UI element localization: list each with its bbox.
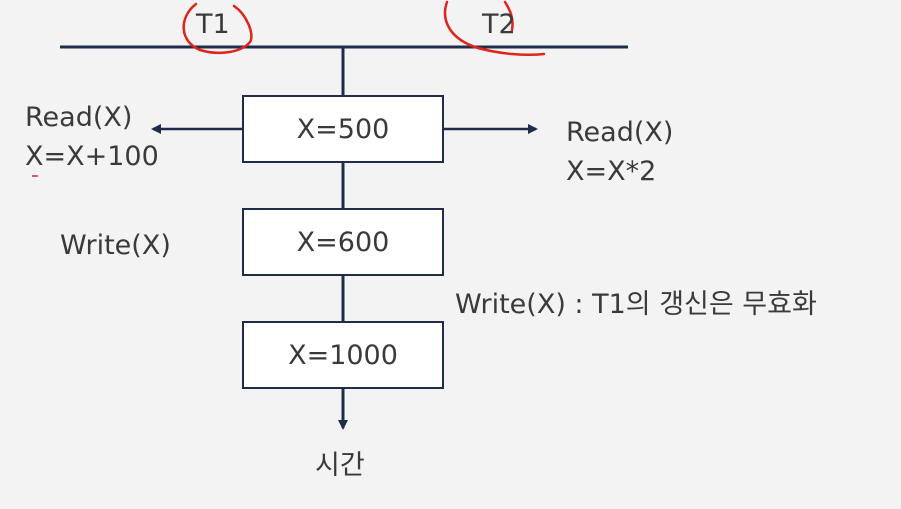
- t2-red-circle-mark: [443, 0, 546, 56]
- t2-write-note: Write(X) : T1의 갱신은 무효화: [455, 289, 817, 320]
- value-box-3-text: X=1000: [288, 339, 398, 371]
- t1-read-op: Read(X): [25, 102, 133, 133]
- value-box-2: X=600: [242, 208, 444, 276]
- t1-compute-op: X=X+100: [25, 141, 159, 172]
- t1-red-circle-mark: [182, 2, 253, 54]
- value-box-1: X=500: [242, 95, 444, 163]
- value-box-2-text: X=600: [296, 226, 390, 258]
- t2-label: T2: [482, 9, 516, 40]
- value-box-1-text: X=500: [296, 113, 390, 145]
- t1-write-op: Write(X): [60, 230, 171, 261]
- value-box-3: X=1000: [242, 321, 444, 389]
- time-axis-label: 시간: [315, 450, 365, 481]
- t1-label: T1: [196, 9, 230, 40]
- t2-read-op: Read(X): [566, 117, 674, 148]
- t2-compute-op: X=X*2: [566, 156, 657, 187]
